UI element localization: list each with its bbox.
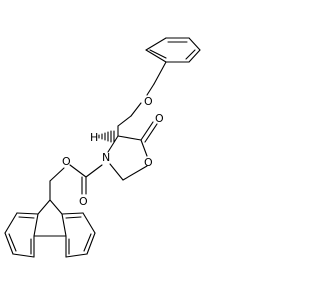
bond-oester-ch2	[49, 167, 65, 182]
bond-n-carbamate	[85, 164, 103, 178]
bond-carbamate-oester	[69, 164, 87, 178]
fluorenyl-group	[4, 199, 96, 258]
structure-canvas: O O O N H O O	[4, 37, 201, 258]
bond-ring-ch2	[153, 61, 167, 85]
atom-o-ring: O	[144, 156, 153, 169]
atom-o-carbamate-carbonyl: O	[79, 195, 88, 208]
bond-o-ch2	[130, 102, 142, 117]
bond-ch2-stereo	[117, 115, 132, 127]
phenyl-ring-top	[145, 37, 201, 63]
bond-ring-carbonyl-2	[144, 123, 158, 143]
atom-h-stereo: H	[90, 131, 98, 144]
atom-o-carbamate-ester: O	[62, 155, 71, 168]
oxazolidinone-ring	[107, 125, 148, 181]
hashed-wedge-bond	[98, 130, 115, 143]
atom-o-benzyl: O	[144, 95, 153, 108]
atom-o-carbonyl: O	[155, 112, 164, 125]
molecule-diagram: O O O N H O O	[4, 37, 201, 258]
bond-ring-carbonyl-1	[140, 121, 154, 141]
atom-n-ring: N	[102, 151, 110, 164]
bond-ch2-o	[146, 83, 155, 96]
